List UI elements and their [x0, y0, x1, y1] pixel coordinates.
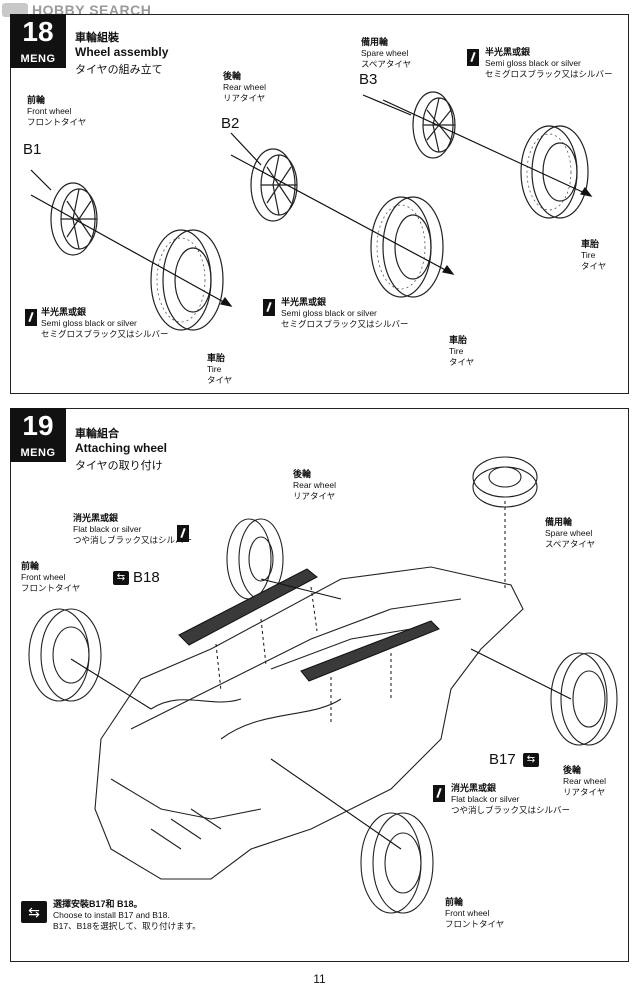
choose-option-icon: ⇆: [21, 901, 47, 923]
step-number: 18: [22, 16, 54, 47]
step-18-badge: 18 MENG: [10, 14, 66, 68]
brand-logo: MENG: [20, 447, 56, 459]
part-b1: B1: [23, 141, 42, 158]
swap-option-icon: ⇆: [523, 753, 539, 767]
vehicle-underside-diagram: [28, 456, 618, 914]
step-title-jp: タイヤの組み立て: [75, 64, 163, 76]
step-title-zh: 車輪組合: [75, 428, 119, 440]
brand-logo: MENG: [20, 53, 56, 65]
step-18-panel: 18 MENG 車輪組裝 Wheel assembly タイヤの組み立て: [10, 14, 629, 394]
step-title-zh: 車輪組裝: [75, 32, 119, 44]
paint-brush-icon: [467, 49, 479, 66]
paint-brush-icon: [177, 525, 189, 542]
part-b17: B17: [489, 751, 516, 768]
page-number: 11: [313, 972, 326, 986]
paint-brush-icon: [25, 309, 37, 326]
step-number: 19: [22, 410, 54, 441]
choose-note: 選擇安裝B17和 B18。Choose to install B17 and B…: [53, 899, 201, 931]
step-title-jp: タイヤの取り付け: [75, 460, 163, 472]
wheel-assembly-diagram: [30, 91, 593, 331]
paint-brush-icon: [433, 785, 445, 802]
paint-brush-icon: [263, 299, 275, 316]
watermark-logo: [2, 3, 28, 17]
step-19-badge: 19 MENG: [10, 408, 66, 462]
swap-option-icon: ⇆: [113, 571, 129, 585]
step-title-en: Attaching wheel: [75, 441, 168, 455]
part-b3: B3: [359, 71, 378, 88]
part-b18: B18: [133, 569, 160, 586]
step-title-en: Wheel assembly: [75, 45, 169, 59]
part-b2: B2: [221, 115, 240, 132]
step-19-panel: 19 MENG 車輪組合 Attaching wheel タイヤの取り付け: [10, 408, 629, 962]
